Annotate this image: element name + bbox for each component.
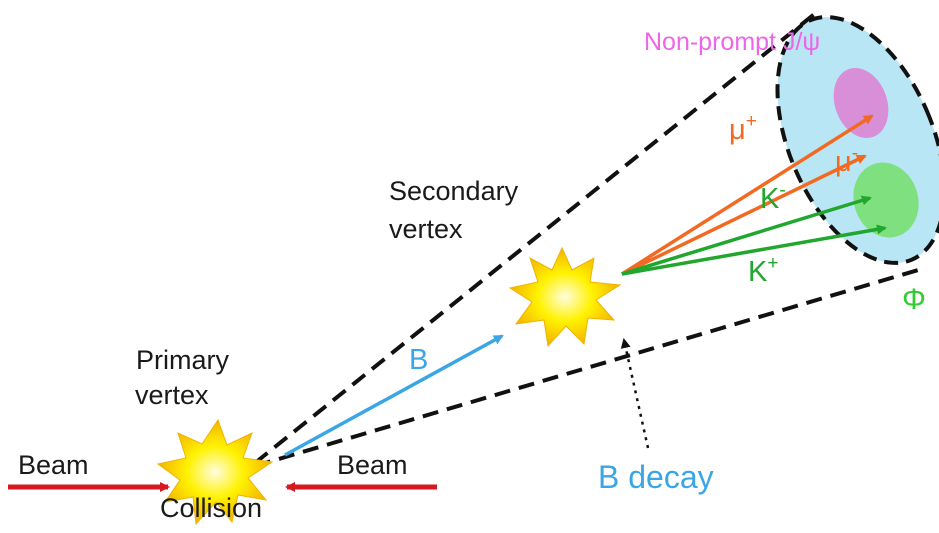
phi-label: Φ xyxy=(902,283,926,316)
non-prompt-jpsi-label: Non-prompt J/ψ xyxy=(644,28,821,56)
mu-minus-track xyxy=(621,154,867,276)
beam-right-label: Beam xyxy=(337,450,408,480)
k-plus-label: K+ xyxy=(748,253,779,288)
jpsi-region xyxy=(833,68,889,138)
secondary-vertex-star xyxy=(508,246,622,348)
primary-vertex-label-line2: vertex xyxy=(135,380,209,410)
b-decay-pointer xyxy=(620,338,650,449)
b-meson-arrow xyxy=(284,334,504,457)
primary-vertex-label-line1: Primary xyxy=(136,345,229,375)
beam-left-label: Beam xyxy=(18,450,89,480)
phi-region xyxy=(853,162,919,238)
cone-lower-line xyxy=(254,266,926,468)
b-decay-label: B decay xyxy=(598,459,714,495)
collision-label: Collision xyxy=(160,493,263,523)
k-plus-track xyxy=(621,224,887,276)
b-meson-label: B xyxy=(409,344,429,376)
secondary-vertex-label-line2: vertex xyxy=(389,214,463,244)
primary-vertex-star xyxy=(156,418,274,526)
k-minus-track xyxy=(621,195,872,276)
mu-minus-label: μ- xyxy=(835,143,859,178)
cone-upper-line xyxy=(253,10,819,465)
mu-plus-track xyxy=(621,114,874,276)
k-minus-label: K- xyxy=(760,180,786,215)
mu-plus-label: μ+ xyxy=(729,111,757,146)
secondary-vertex-label-line1: Secondary xyxy=(389,176,519,206)
